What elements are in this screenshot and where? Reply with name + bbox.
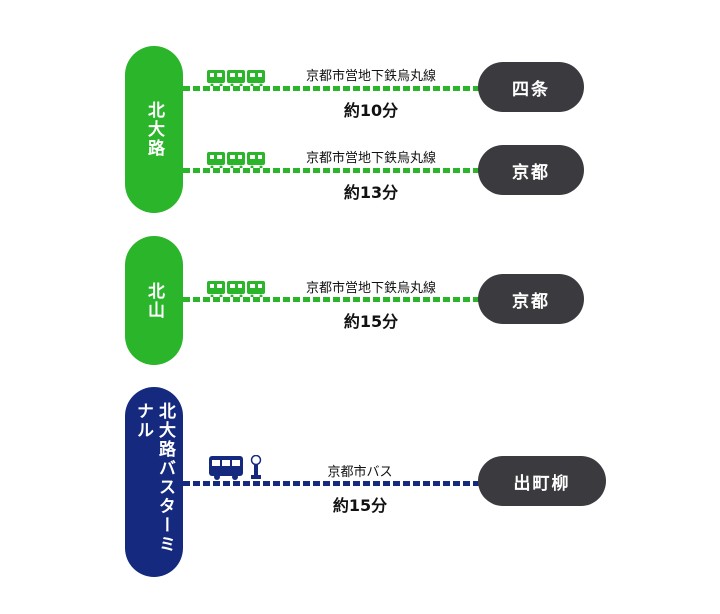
origin-kitayama: 北山 <box>125 236 183 365</box>
origin-kitaoji: 北大路 <box>125 46 183 213</box>
bus-track <box>183 481 481 486</box>
destination-kyoto: 京都 <box>478 274 584 324</box>
subway-track <box>183 86 481 91</box>
destination-kyoto: 京都 <box>478 145 584 195</box>
destination-label: 京都 <box>512 291 550 312</box>
destination-label: 四条 <box>512 79 550 100</box>
subway-icon <box>207 70 265 86</box>
destination-demachiyanagi: 出町柳 <box>478 456 606 506</box>
origin-label: 北大路バスターミナル <box>133 402 175 554</box>
subway-track <box>183 297 481 302</box>
travel-time: 約10分 <box>343 101 399 120</box>
bus-icon <box>209 456 243 480</box>
subway-icon <box>207 152 265 168</box>
line-name: 京都市営地下鉄烏丸線 <box>305 151 436 166</box>
line-name: 京都市バス <box>327 465 393 480</box>
destination-label: 出町柳 <box>513 473 571 494</box>
travel-time: 約13分 <box>343 183 399 202</box>
destination-shijo: 四条 <box>478 62 584 112</box>
line-name: 京都市営地下鉄烏丸線 <box>305 69 436 84</box>
origin-label: 北山 <box>144 281 164 320</box>
subway-icon <box>207 281 265 297</box>
origin-label: 北大路 <box>144 101 164 158</box>
travel-time: 約15分 <box>332 496 388 515</box>
subway-track <box>183 168 481 173</box>
bus-stop-icon <box>250 455 262 479</box>
line-name: 京都市営地下鉄烏丸線 <box>305 281 436 296</box>
destination-label: 京都 <box>512 162 550 183</box>
origin-kitaoji-bus-terminal: 北大路バスターミナル <box>125 387 183 577</box>
travel-time: 約15分 <box>343 312 399 331</box>
